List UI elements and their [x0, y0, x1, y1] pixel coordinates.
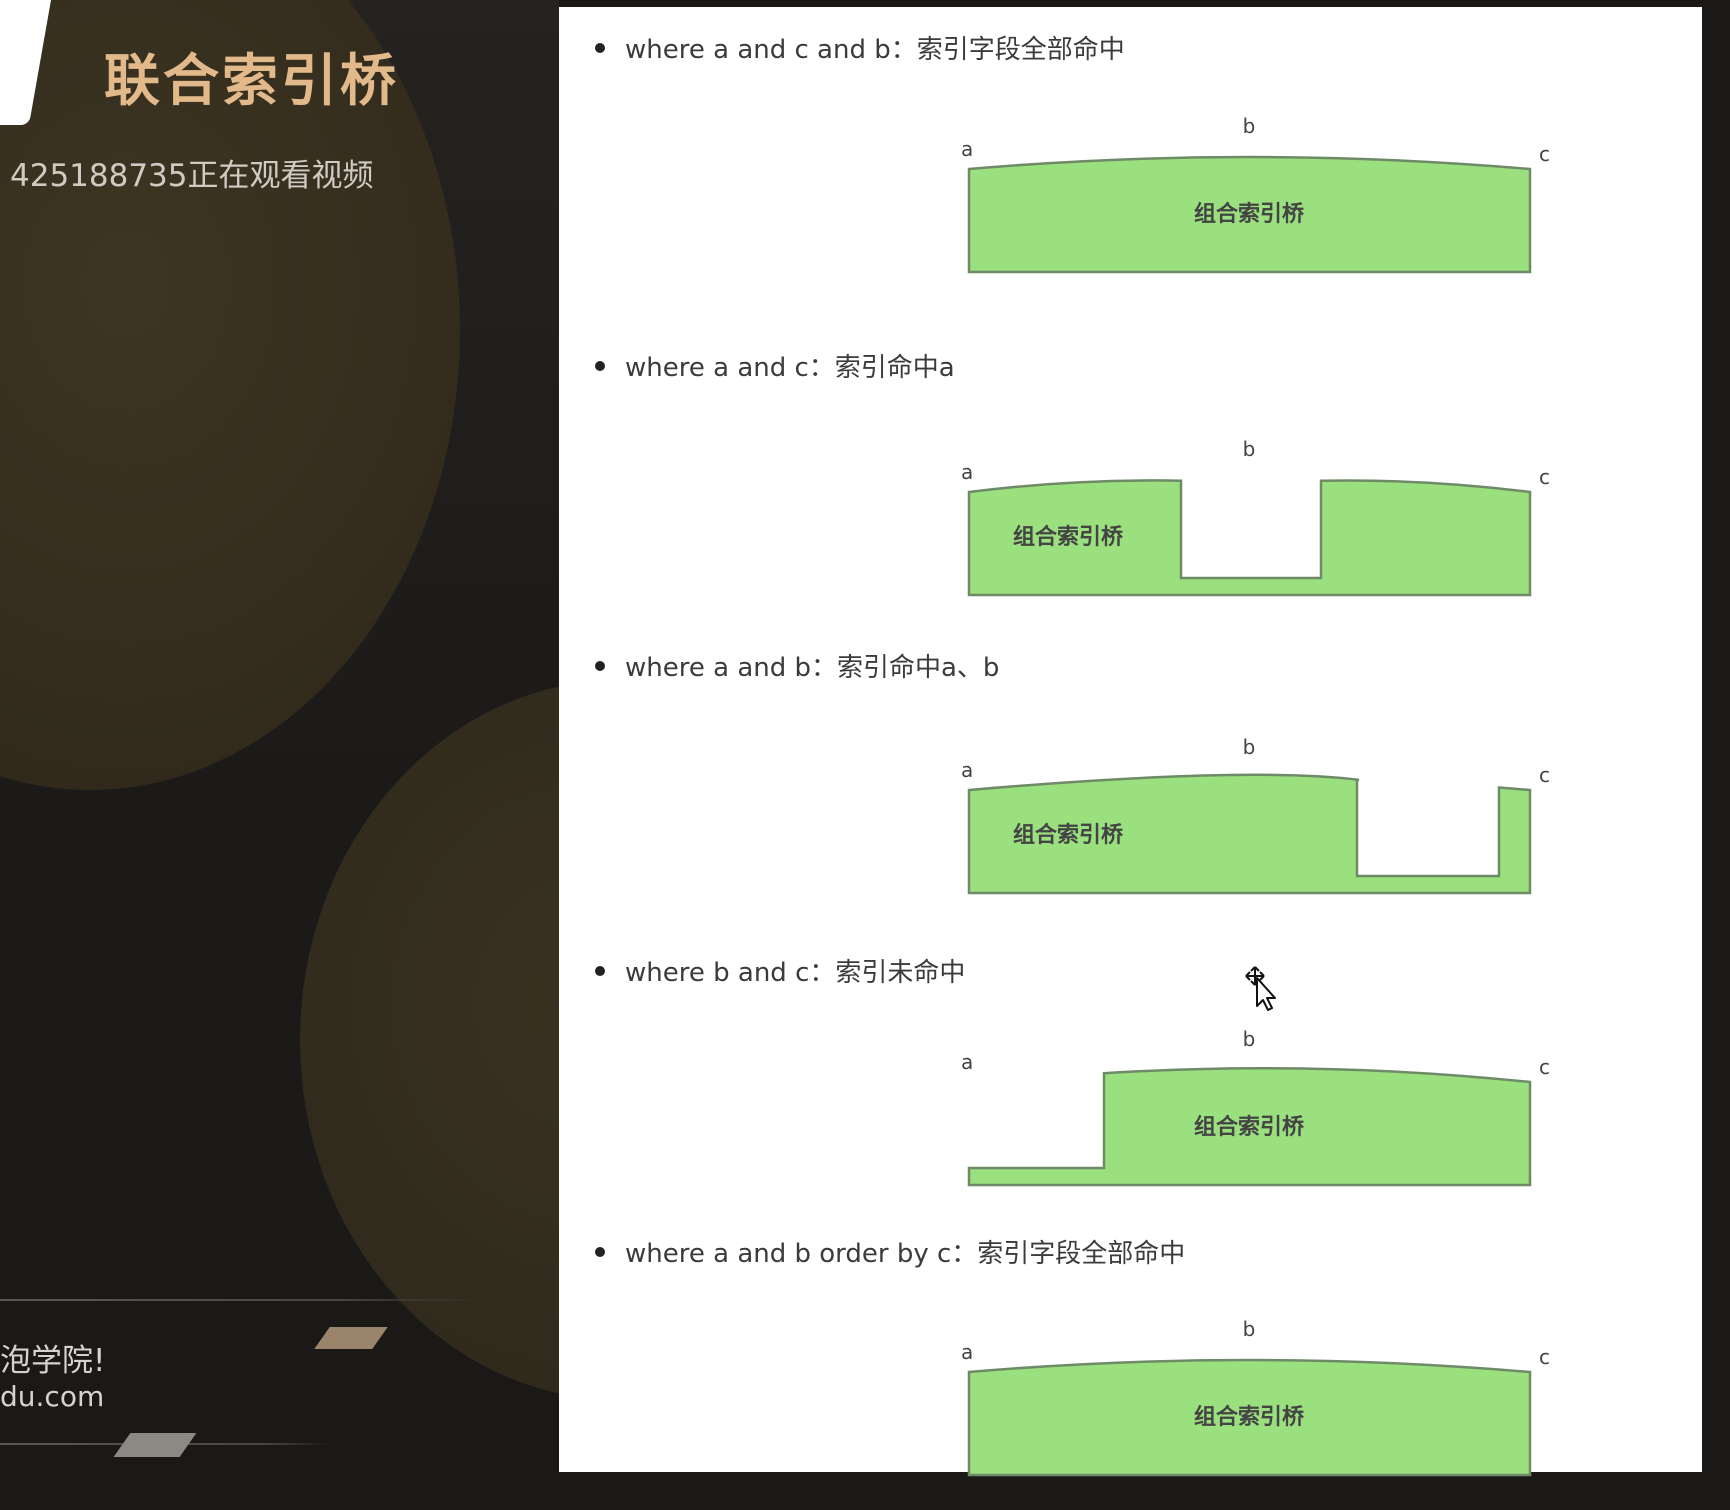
- top-border: [559, 0, 1702, 7]
- label-a: a: [961, 137, 973, 161]
- label-c: c: [1539, 1055, 1550, 1079]
- footer-domain: du.com: [0, 1380, 105, 1413]
- bullet-item: where b and c：索引未命中: [559, 950, 1702, 990]
- bullet-dot: [595, 43, 605, 53]
- label-b: b: [1243, 437, 1256, 461]
- right-border: [1702, 0, 1730, 1472]
- bullet-item: where a and b order by c：索引字段全部命中: [559, 1231, 1702, 1271]
- label-c: c: [1539, 763, 1550, 787]
- label-c: c: [1539, 465, 1550, 489]
- condition-text: where a and c：索引命中a: [625, 353, 955, 383]
- bridge-label: 组合索引桥: [1013, 822, 1123, 848]
- viewer-watermark: 425188735正在观看视频: [10, 158, 374, 194]
- bridge-label: 组合索引桥: [1194, 1404, 1304, 1430]
- label-c: c: [1539, 142, 1550, 166]
- label-b: b: [1243, 1027, 1256, 1051]
- bridge-label: 组合索引桥: [1013, 524, 1123, 550]
- bridge-shape: [967, 155, 1532, 274]
- footer-slogan: 泡学院!: [0, 1343, 106, 1379]
- video-side-panel: 联合索引桥 425188735正在观看视频 泡学院! du.com: [0, 0, 560, 1472]
- label-a: a: [961, 1340, 973, 1364]
- label-a: a: [961, 758, 973, 782]
- condition-text: where a and b order by c：索引字段全部命中: [625, 1239, 1186, 1269]
- label-a: a: [961, 1050, 973, 1074]
- index-bridge-diagram: a b c 组合索引桥: [961, 1317, 1550, 1477]
- divider: [0, 1299, 480, 1301]
- condition-text: where b and c：索引未命中: [625, 958, 966, 988]
- decorative-parallelogram: [314, 1327, 388, 1349]
- bullet-dot: [595, 966, 605, 976]
- bridge-label: 组合索引桥: [1194, 1114, 1304, 1140]
- condition-text: where a and b：索引命中a、b: [625, 653, 1000, 683]
- bullet-item: where a and b：索引命中a、b: [559, 645, 1702, 685]
- bullet-item: where a and c：索引命中a: [559, 345, 1702, 385]
- bullet-dot: [595, 361, 605, 371]
- label-b: b: [1243, 114, 1256, 138]
- index-bridge-diagram: a b c 组合索引桥: [961, 114, 1550, 274]
- bridge-shape: [967, 479, 1532, 597]
- bridge-shape: [967, 1066, 1532, 1187]
- bridge-label: 组合索引桥: [1194, 201, 1304, 227]
- label-b: b: [1243, 1317, 1256, 1341]
- bridge-shape: [967, 773, 1532, 895]
- decorative-circle: [300, 680, 560, 1400]
- label-a: a: [961, 460, 973, 484]
- index-bridge-diagram: a b c 组合索引桥: [961, 437, 1550, 597]
- lesson-title: 联合索引桥: [104, 49, 399, 114]
- bullet-item: where a and c and b：索引字段全部命中: [559, 27, 1702, 67]
- bullet-dot: [595, 661, 605, 671]
- document-page: where a and c and b：索引字段全部命中 a b c 组合索引桥…: [559, 7, 1702, 1477]
- index-bridge-diagram: a b c 组合索引桥: [961, 1027, 1550, 1187]
- bridge-shape: [967, 1358, 1532, 1477]
- label-c: c: [1539, 1345, 1550, 1369]
- bullet-dot: [595, 1247, 605, 1257]
- condition-text: where a and c and b：索引字段全部命中: [625, 35, 1125, 65]
- index-bridge-diagram: a b c 组合索引桥: [961, 735, 1550, 895]
- label-b: b: [1243, 735, 1256, 759]
- decorative-parallelogram: [113, 1433, 197, 1457]
- move-cursor-icon: [1245, 966, 1276, 1011]
- decorative-circle: [0, 0, 460, 790]
